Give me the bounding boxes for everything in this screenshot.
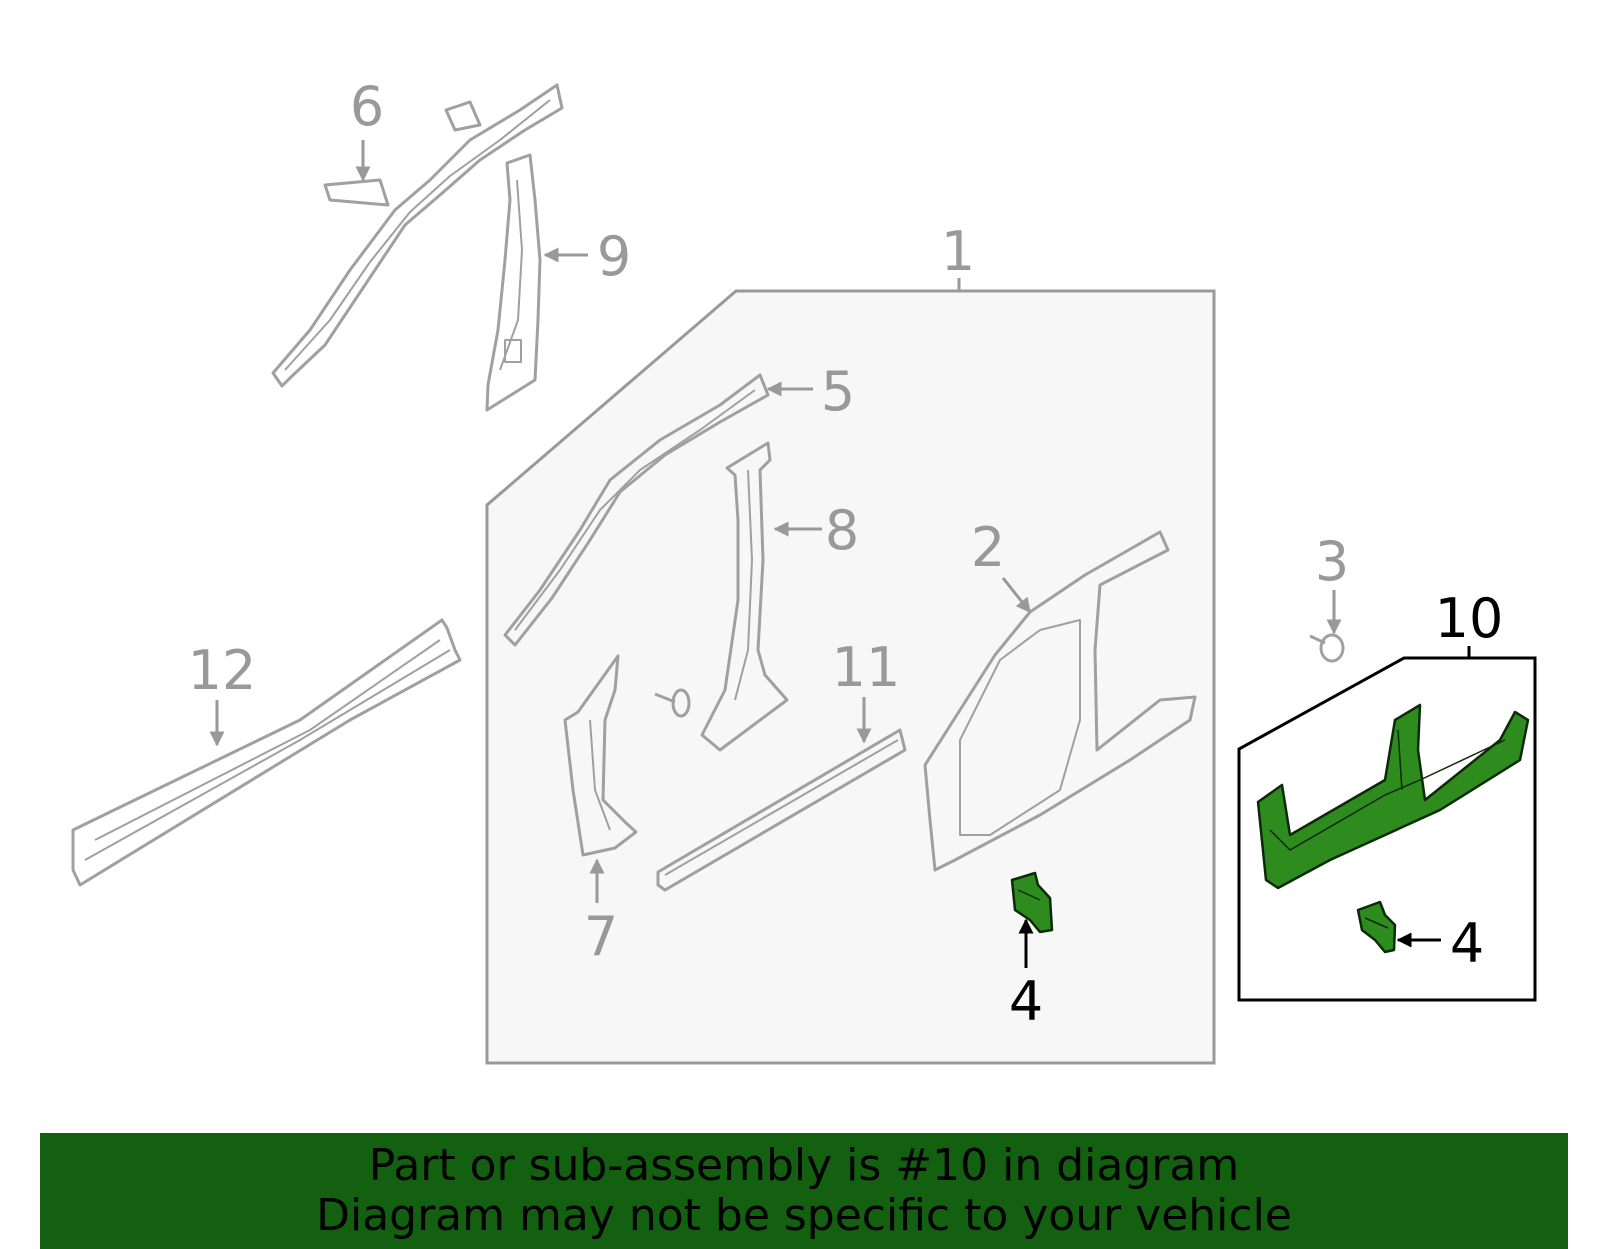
part-bolt xyxy=(654,688,691,718)
callout-8: 8 xyxy=(825,499,859,562)
callout-6: 6 xyxy=(350,75,384,138)
part-8-b-pillar xyxy=(700,441,789,752)
callout-1: 1 xyxy=(941,220,975,283)
info-banner: Part or sub-assembly is #10 in diagram D… xyxy=(40,1133,1568,1249)
callout-3: 3 xyxy=(1315,530,1349,593)
part-7-hinge-pillar xyxy=(563,654,638,857)
part-4-bracket-a xyxy=(1010,871,1054,934)
banner-line-1: Part or sub-assembly is #10 in diagram xyxy=(368,1140,1240,1191)
callout-7: 7 xyxy=(584,905,618,968)
part-9-pillar-reinforcement xyxy=(485,153,542,412)
banner-line-2: Diagram may not be specific to your vehi… xyxy=(316,1190,1292,1241)
part-10-rocker-panel xyxy=(1256,703,1530,890)
part-3-bolt xyxy=(1309,633,1345,663)
callout-12: 12 xyxy=(188,639,257,702)
callout-4-a: 4 xyxy=(1009,970,1043,1033)
assembly-1-box xyxy=(485,289,1216,1065)
callout-11: 11 xyxy=(832,636,901,699)
callout-10: 10 xyxy=(1435,587,1504,650)
part-12-floor-member xyxy=(71,618,462,887)
part-4-bracket-b xyxy=(1356,900,1397,954)
callout-4-b: 4 xyxy=(1450,912,1484,975)
callout-5: 5 xyxy=(821,360,855,423)
callout-2: 2 xyxy=(971,516,1005,579)
part-6-upper-rail xyxy=(271,83,564,388)
part-11-rocker-inner xyxy=(656,728,907,892)
callout-9: 9 xyxy=(597,225,631,288)
